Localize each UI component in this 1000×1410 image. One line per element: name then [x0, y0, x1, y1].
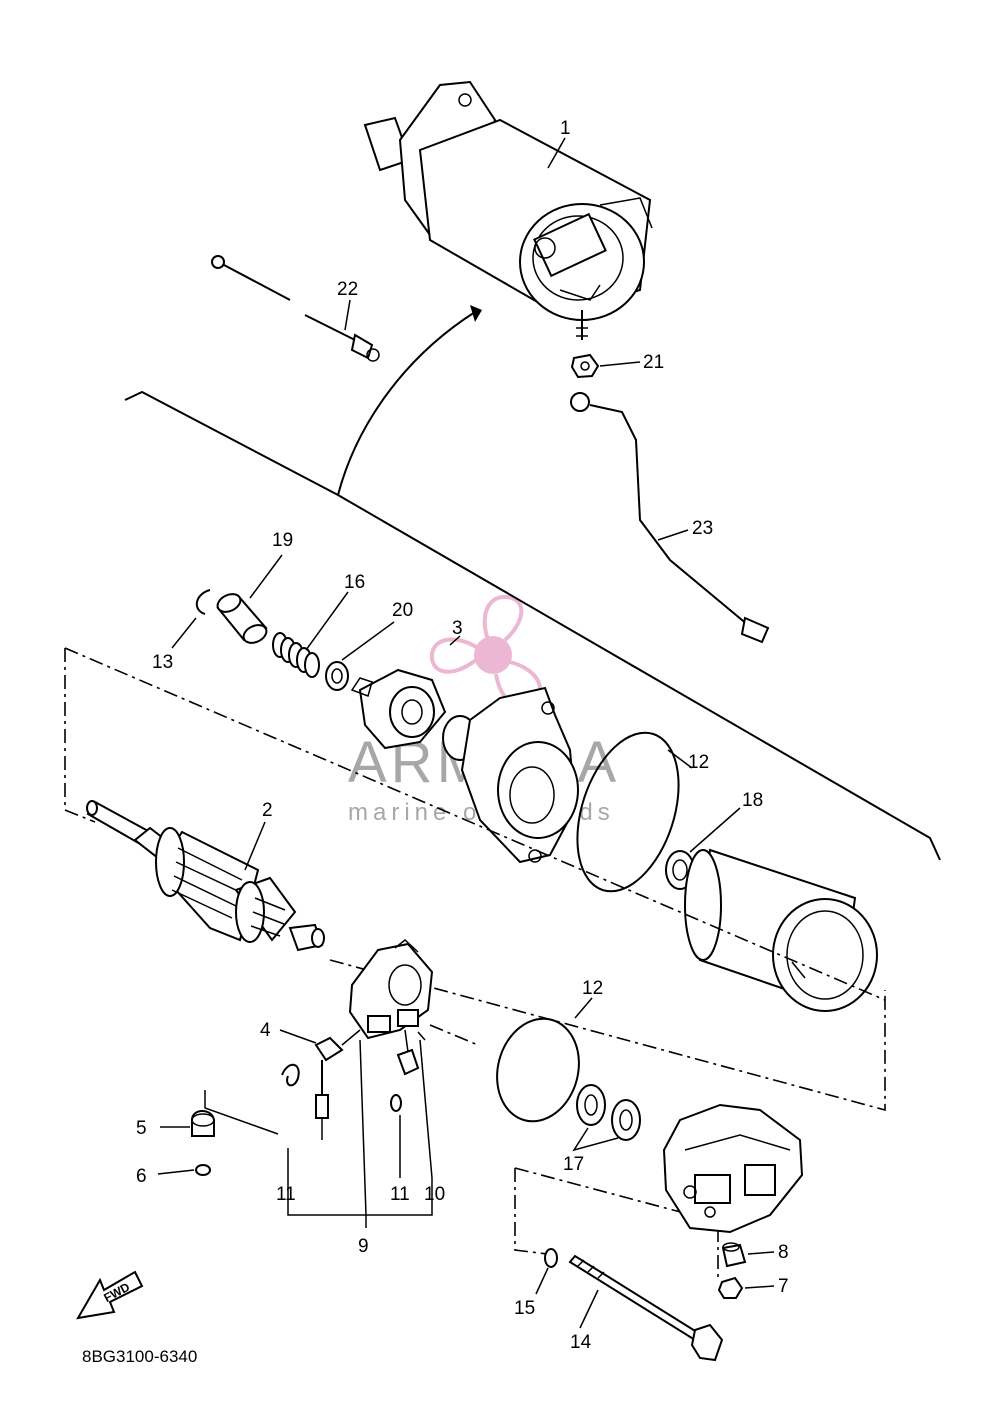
part-label-6: 6 — [136, 1166, 147, 1187]
part-label-22: 22 — [337, 279, 358, 300]
front-cover-3 — [350, 668, 579, 864]
part-label-13: 13 — [152, 652, 173, 673]
leader-line — [579, 1289, 599, 1329]
diagram-code: 8BG3100-6340 — [82, 1347, 197, 1366]
washer-20 — [325, 661, 349, 691]
shims-17 — [576, 1084, 641, 1141]
leader-line — [574, 997, 593, 1019]
o-ring-12-upper — [576, 731, 680, 893]
part-label-2: 2 — [262, 800, 273, 821]
leader-line — [359, 1039, 367, 1228]
rear-cover — [662, 1103, 804, 1234]
brush-4 — [314, 1029, 361, 1140]
part-label-11-right: 11 — [390, 1184, 410, 1205]
yoke-housing — [684, 848, 878, 1012]
brush-spring-11 — [281, 1063, 300, 1087]
grommet-5 — [191, 1110, 215, 1137]
brush-holder-9 — [348, 939, 434, 1076]
insulator-8 — [721, 1242, 747, 1268]
assembly-frame — [329, 959, 886, 1112]
part-label-12-lower: 12 — [582, 978, 603, 999]
spring-16 — [272, 632, 320, 678]
leader-line — [572, 1127, 619, 1152]
part-label-10: 10 — [424, 1184, 445, 1205]
washer-15 — [544, 1248, 558, 1268]
part-label-12-upper: 12 — [688, 752, 709, 773]
part-label-21: 21 — [643, 352, 664, 373]
arrow-head — [470, 305, 482, 322]
ground-cable-23 — [570, 392, 770, 644]
part-label-4: 4 — [260, 1020, 271, 1041]
propeller-icon — [429, 594, 543, 710]
part-label-15: 15 — [514, 1298, 535, 1319]
group-bracket — [287, 1148, 433, 1216]
part-label-11-left: 11 — [276, 1184, 296, 1205]
armature-2 — [86, 800, 325, 952]
leader-line — [547, 137, 566, 169]
stopper-collar-19 — [216, 593, 268, 644]
leader-line — [279, 1029, 317, 1044]
starter-motor-assembly — [363, 80, 653, 340]
o-ring-12-lower — [496, 1017, 580, 1123]
leader-line — [535, 1267, 549, 1295]
leader-line — [157, 1169, 195, 1175]
leader-line — [249, 554, 283, 599]
leader-line — [344, 299, 351, 331]
leader-line — [305, 591, 349, 651]
leader-line — [171, 617, 197, 649]
assembly-frame — [514, 1168, 556, 1256]
leader-line — [341, 621, 395, 661]
part-label-1: 1 — [560, 118, 571, 139]
nut-7 — [717, 1276, 744, 1299]
leader-line — [744, 1285, 775, 1289]
leader-line — [599, 361, 641, 367]
part-label-14: 14 — [570, 1332, 592, 1353]
lead-wire-22 — [211, 255, 380, 362]
nut-21 — [570, 353, 600, 379]
part-label-23: 23 — [692, 518, 713, 539]
leader-line — [657, 529, 689, 541]
part-label-9: 9 — [358, 1236, 369, 1257]
assembly-arrow — [337, 311, 476, 496]
assembly-frame — [429, 1024, 479, 1046]
leader-line — [449, 635, 461, 646]
part-label-3: 3 — [452, 618, 463, 639]
part-label-19: 19 — [272, 530, 293, 551]
part-label-17: 17 — [563, 1154, 584, 1175]
part-label-7: 7 — [778, 1276, 789, 1297]
part-label-18: 18 — [742, 790, 763, 811]
assembly-frame — [64, 648, 96, 823]
leader-line — [747, 1251, 775, 1255]
fwd-arrow-icon: FWD — [76, 1270, 144, 1320]
part-label-5: 5 — [136, 1118, 147, 1139]
part-label-8: 8 — [778, 1242, 789, 1263]
leader-line — [667, 749, 693, 769]
assembly-frame — [64, 647, 886, 1001]
brush-spring-11-small — [390, 1094, 402, 1112]
part-label-16: 16 — [344, 572, 365, 593]
leader-line — [689, 807, 741, 853]
circlip-13 — [195, 589, 211, 615]
leader-line — [244, 821, 266, 871]
washer-6 — [195, 1164, 211, 1176]
part-label-20: 20 — [392, 600, 413, 621]
leader-line — [204, 1090, 279, 1135]
through-bolt-14 — [568, 1254, 724, 1362]
leader-line — [419, 1039, 433, 1179]
